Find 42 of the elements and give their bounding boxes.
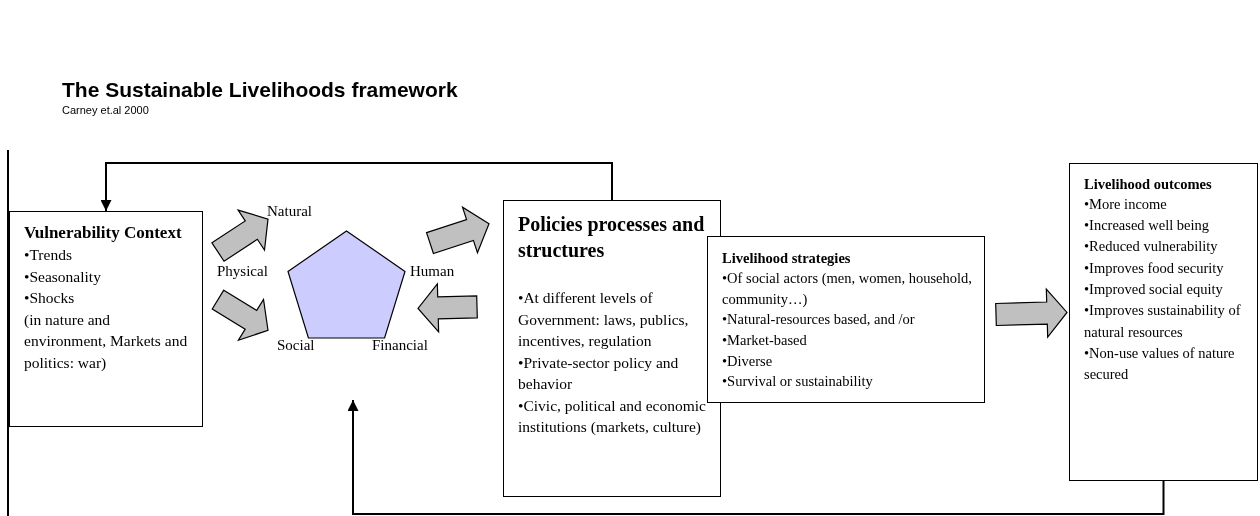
feedback-arrow (347, 399, 1165, 515)
bullet-item: •Private-sector policy and behavior (518, 352, 680, 394)
bullet-item: •Improves food security (1084, 258, 1225, 278)
bullet-item: •Diverse (722, 351, 774, 371)
bullet-item: •Market-based (722, 330, 808, 350)
vertex-label: Social (277, 337, 315, 354)
bullet-item: •Reduced vulnerability (1084, 237, 1219, 257)
text-box (503, 200, 721, 497)
bullet-item: •More income (1084, 194, 1168, 214)
bullet-item: •Shocks (24, 288, 76, 309)
bullet-item: •Improves sustainability of natural resources (1084, 301, 1242, 342)
bullet-item: (in nature and environment, Markets and politics: war) (24, 309, 189, 373)
bullet-item: •Natural-resources based, and /or (722, 310, 916, 330)
box-heading: Livelihood strategies (722, 249, 852, 268)
block-arrow (995, 287, 1068, 339)
pentagon (287, 230, 406, 339)
block-arrow (425, 205, 490, 255)
box-heading: Livelihood outcomes (1084, 175, 1213, 194)
text-box (1069, 163, 1258, 481)
source-citation: Carney et.al 2000 (62, 104, 149, 116)
block-arrow (211, 209, 269, 263)
bullet-item: •Survival or sustainability (722, 372, 874, 392)
diagram-title: The Sustainable Livelihoods framework (62, 78, 458, 102)
vertex-label: Human (410, 263, 455, 280)
feedback-arrow (100, 162, 613, 212)
bullet-item: •Improved social equity (1084, 280, 1224, 300)
block-arrow (417, 282, 478, 334)
bullet-item: •Non-use values of nature secured (1084, 343, 1236, 385)
bullet-item: •At different levels of Government: laws, publics, incentives, regulation (518, 288, 690, 351)
bullet-item: •Of social actors (men, women, household, community…) (722, 268, 973, 309)
box-heading: Vulnerability Context (24, 222, 183, 244)
bullet-item: •Seasonality (24, 266, 102, 287)
vertex-label: Financial (372, 337, 428, 354)
text-box (9, 211, 203, 427)
bullet-item: •Trends (24, 245, 73, 266)
vertex-label: Natural (267, 203, 312, 220)
vertex-label: Physical (217, 263, 268, 280)
box-heading: Policies processes and structures (518, 212, 706, 263)
block-arrow (211, 289, 269, 342)
text-box (707, 236, 985, 403)
bullet-item: •Increased well being (1084, 216, 1211, 236)
bullet-item: •Civic, political and economic institutions (markets, culture) (518, 395, 707, 437)
